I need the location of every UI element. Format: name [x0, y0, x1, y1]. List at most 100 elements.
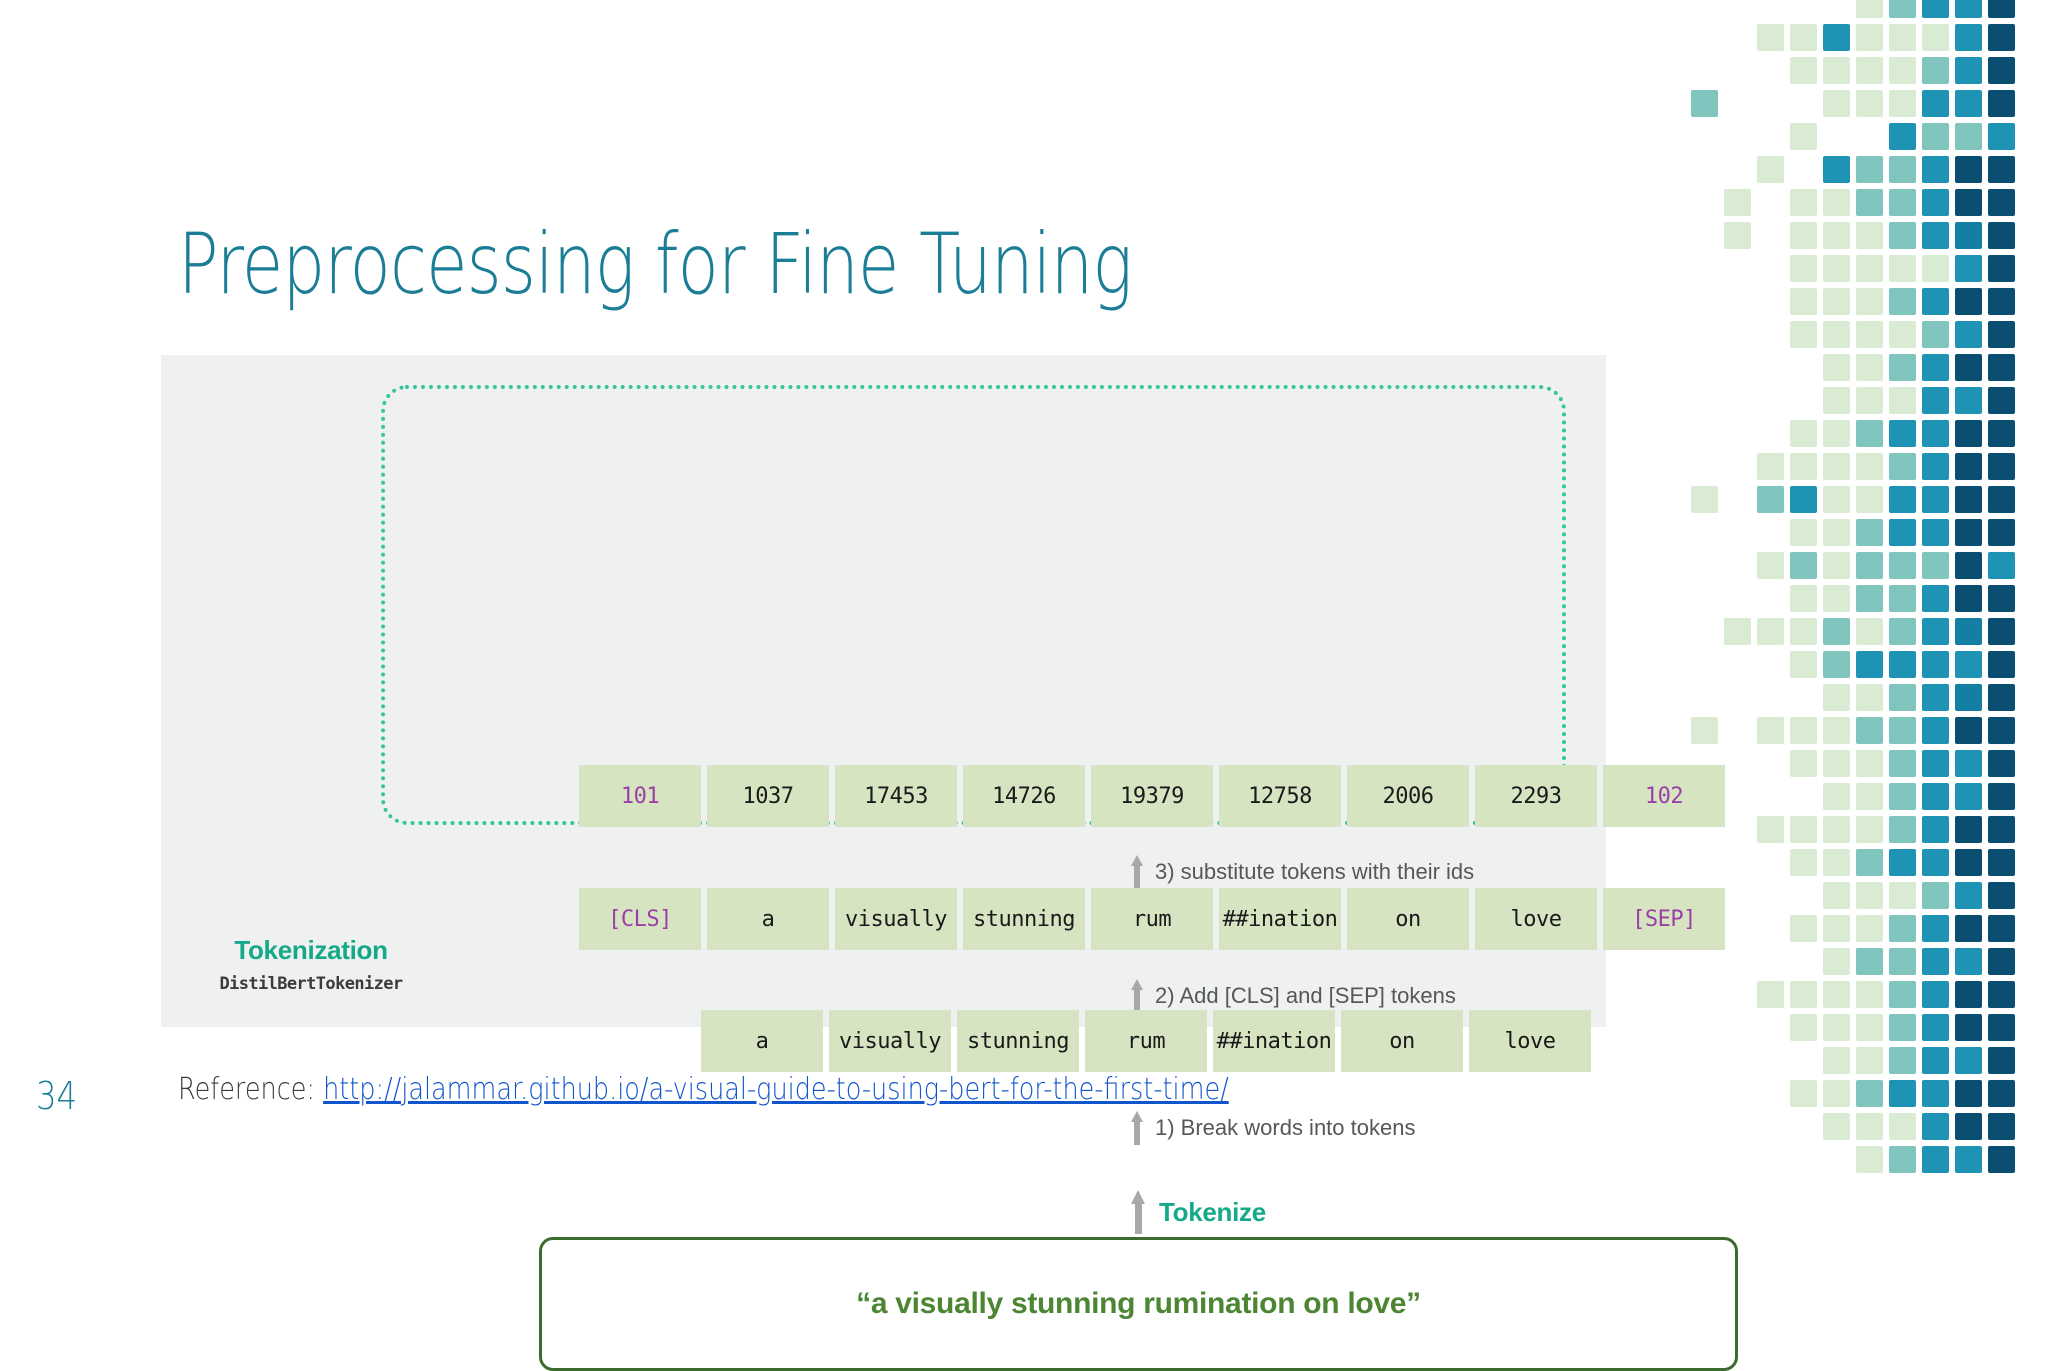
- decorative-square: [1691, 387, 1718, 414]
- decorative-square: [1889, 783, 1916, 810]
- decorative-square: [1955, 1014, 1982, 1041]
- decorative-square: [1790, 1047, 1817, 1074]
- token-cell: 17453: [835, 765, 957, 827]
- decorative-square: [1922, 189, 1949, 216]
- decorative-square: [1724, 387, 1751, 414]
- decorative-square: [1889, 123, 1916, 150]
- decorative-square: [1955, 90, 1982, 117]
- decorative-square-grid: [1688, 0, 2048, 1173]
- decorative-square: [1823, 24, 1850, 51]
- token-cell: 2293: [1475, 765, 1597, 827]
- decorative-square: [1724, 552, 1751, 579]
- decorative-square: [1955, 0, 1982, 18]
- decorative-square: [1988, 849, 2015, 876]
- decorative-square: [1790, 288, 1817, 315]
- decorative-square: [1724, 849, 1751, 876]
- decorative-square: [1922, 552, 1949, 579]
- decorative-square: [1889, 816, 1916, 843]
- decorative-square: [1823, 519, 1850, 546]
- decorative-square: [1823, 321, 1850, 348]
- decorative-square: [1856, 552, 1883, 579]
- decorative-square: [1823, 156, 1850, 183]
- decorative-square: [1889, 750, 1916, 777]
- decorative-square: [1790, 1080, 1817, 1107]
- decorative-square: [1889, 519, 1916, 546]
- decorative-square: [1724, 1014, 1751, 1041]
- decorative-square: [1823, 717, 1850, 744]
- decorative-square: [1988, 486, 2015, 513]
- decorative-square: [1823, 585, 1850, 612]
- decorative-square: [1757, 651, 1784, 678]
- token-cell: rum: [1091, 888, 1213, 950]
- decorative-square: [1922, 1113, 1949, 1140]
- decorative-square: [1790, 156, 1817, 183]
- token-cell: 12758: [1219, 765, 1341, 827]
- decorative-square: [1691, 321, 1718, 348]
- decorative-square: [1724, 57, 1751, 84]
- decorative-square: [1988, 189, 2015, 216]
- decorative-square: [1922, 420, 1949, 447]
- reference-link[interactable]: http://jalammar.github.io/a-visual-guide…: [323, 1072, 1229, 1107]
- decorative-square: [1691, 552, 1718, 579]
- decorative-square: [1988, 684, 2015, 711]
- decorative-square: [1823, 684, 1850, 711]
- decorative-square: [1856, 519, 1883, 546]
- decorative-square: [1955, 1047, 1982, 1074]
- token-cell: on: [1347, 888, 1469, 950]
- decorative-square: [1922, 57, 1949, 84]
- decorative-square: [1757, 1113, 1784, 1140]
- decorative-square: [1823, 123, 1850, 150]
- token-cell: a: [701, 1010, 823, 1072]
- decorative-square: [1955, 948, 1982, 975]
- decorative-square: [1823, 849, 1850, 876]
- decorative-square: [1856, 255, 1883, 282]
- decorative-square: [1691, 354, 1718, 381]
- token-cell: love: [1469, 1010, 1591, 1072]
- decorative-square: [1691, 684, 1718, 711]
- decorative-square: [1922, 255, 1949, 282]
- decorative-square: [1790, 981, 1817, 1008]
- decorative-square: [1823, 816, 1850, 843]
- decorative-square: [1823, 750, 1850, 777]
- decorative-square: [1922, 915, 1949, 942]
- decorative-square: [1955, 123, 1982, 150]
- decorative-square: [1955, 882, 1982, 909]
- decorative-square: [1790, 552, 1817, 579]
- step-tokenize: Tokenize: [1131, 1190, 1266, 1234]
- token-cell: visually: [829, 1010, 951, 1072]
- decorative-square: [1757, 90, 1784, 117]
- decorative-square: [1691, 1080, 1718, 1107]
- arrow-up-icon: [1131, 1111, 1143, 1145]
- decorative-square: [1757, 783, 1784, 810]
- decorative-square: [1889, 387, 1916, 414]
- decorative-square: [1988, 717, 2015, 744]
- decorative-square: [1757, 816, 1784, 843]
- tokenization-title: Tokenization: [234, 935, 388, 965]
- decorative-square: [1790, 915, 1817, 942]
- decorative-square: [1790, 882, 1817, 909]
- decorative-square: [1757, 387, 1784, 414]
- decorative-square: [1790, 387, 1817, 414]
- decorative-square: [1856, 948, 1883, 975]
- page-title: Preprocessing for Fine Tuning: [178, 215, 1133, 313]
- decorative-square: [1988, 585, 2015, 612]
- token-cell: 102: [1603, 765, 1725, 827]
- token-cell: love: [1475, 888, 1597, 950]
- decorative-square: [1757, 750, 1784, 777]
- decorative-square: [1823, 189, 1850, 216]
- decorative-square: [1757, 189, 1784, 216]
- decorative-square: [1856, 717, 1883, 744]
- token-cell: [CLS]: [579, 888, 701, 950]
- decorative-square: [1988, 981, 2015, 1008]
- decorative-square: [1889, 849, 1916, 876]
- decorative-square: [1955, 1113, 1982, 1140]
- decorative-square: [1889, 354, 1916, 381]
- decorative-square: [1922, 750, 1949, 777]
- decorative-square: [1691, 1113, 1718, 1140]
- decorative-square: [1922, 222, 1949, 249]
- decorative-square: [1691, 1146, 1718, 1173]
- decorative-square: [1955, 321, 1982, 348]
- decorative-square: [1889, 288, 1916, 315]
- decorative-square: [1724, 288, 1751, 315]
